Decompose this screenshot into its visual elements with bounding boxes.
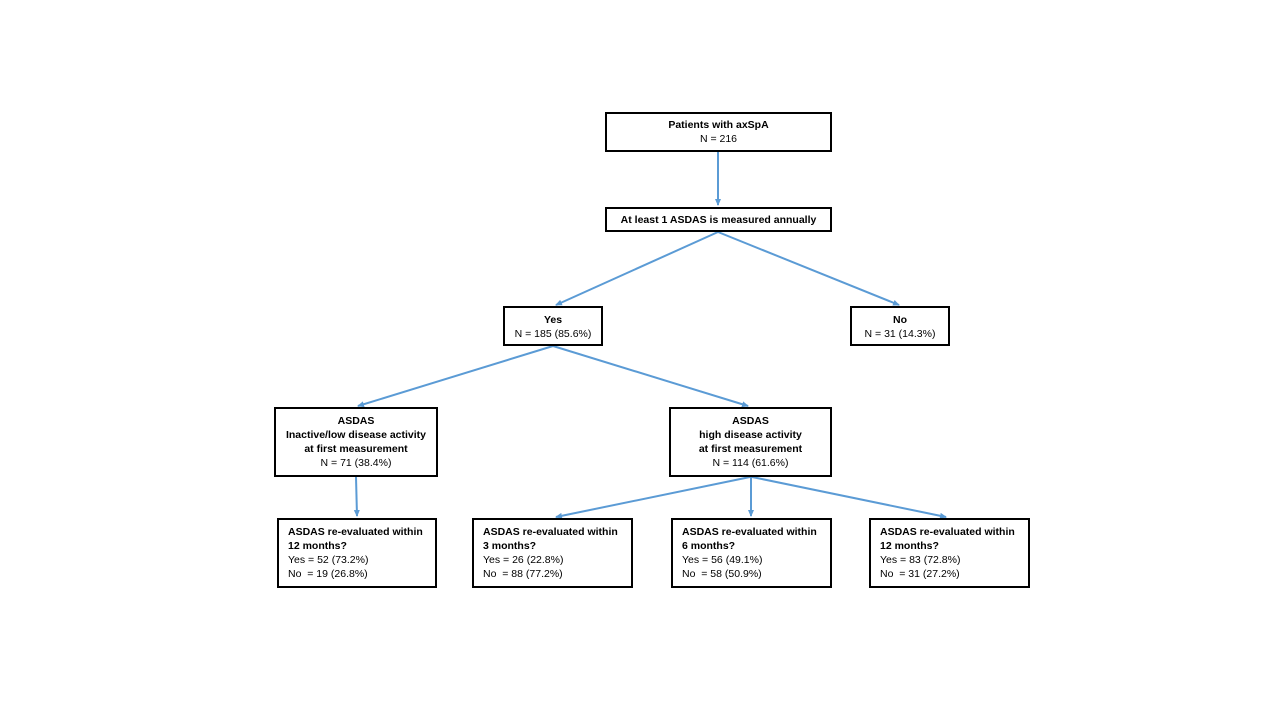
arrow-annual-to-yes — [555, 231, 719, 306]
node-title: ASDAS re-evaluated within — [288, 526, 423, 538]
node-no-count: No = 31 (27.2%) — [880, 568, 960, 580]
node-count: N = 114 (61.6%) — [712, 457, 789, 469]
node-title: No — [893, 314, 907, 326]
node-count: N = 31 (14.3%) — [864, 328, 936, 340]
node-title: ASDAS — [337, 415, 375, 427]
node-title: ASDAS re-evaluated within — [682, 526, 817, 538]
node-patients-axspa: Patients with axSpA N = 216 — [605, 112, 832, 152]
node-asdas-annual: At least 1 ASDAS is measured annually — [605, 207, 832, 232]
node-subtitle: at first measurement — [698, 443, 803, 455]
node-count: N = 216 — [699, 133, 738, 145]
node-subtitle: high disease activity — [699, 429, 802, 441]
arrow-yes-to-high — [552, 345, 749, 408]
arrow-annual-to-no — [717, 231, 900, 306]
node-yes-count: Yes = 83 (72.8%) — [880, 554, 961, 566]
node-subtitle: 3 months? — [483, 540, 537, 552]
node-title: ASDAS — [732, 415, 769, 427]
node-count: N = 185 (85.6%) — [514, 328, 592, 340]
node-title: ASDAS re-evaluated within — [483, 526, 618, 538]
node-subtitle: 6 months? — [682, 540, 736, 552]
node-high-reeval-3-months: ASDAS re-evaluated within 3 months? Yes … — [472, 518, 633, 588]
node-title: Patients with axSpA — [668, 119, 769, 131]
node-no: No N = 31 (14.3%) — [850, 306, 950, 346]
arrow-yes-to-low — [357, 345, 554, 408]
arrow-high-to-high12 — [751, 476, 947, 519]
node-high-reeval-6-months: ASDAS re-evaluated within 6 months? Yes … — [671, 518, 832, 588]
node-yes-count: Yes = 56 (49.1%) — [682, 554, 763, 566]
node-no-count: No = 88 (77.2%) — [483, 568, 563, 580]
node-title: At least 1 ASDAS is measured annually — [620, 214, 817, 226]
node-no-count: No = 58 (50.9%) — [682, 568, 762, 580]
node-yes: Yes N = 185 (85.6%) — [503, 306, 603, 346]
node-low-activity: ASDAS Inactive/low disease activity at f… — [274, 407, 438, 477]
node-title: ASDAS re-evaluated within — [880, 526, 1015, 538]
node-high-activity: ASDAS high disease activity at first mea… — [669, 407, 832, 477]
arrow-low-to-low12 — [353, 476, 360, 517]
node-count: N = 71 (38.4%) — [320, 457, 392, 469]
node-subtitle: Inactive/low disease activity — [285, 429, 427, 441]
node-subtitle: 12 months? — [288, 540, 347, 552]
node-high-reeval-12-months: ASDAS re-evaluated within 12 months? Yes… — [869, 518, 1030, 588]
node-low-reeval-12-months: ASDAS re-evaluated within 12 months? Yes… — [277, 518, 437, 588]
node-yes-count: Yes = 26 (22.8%) — [483, 554, 564, 566]
node-yes-count: Yes = 52 (73.2%) — [288, 554, 369, 566]
node-subtitle: at first measurement — [304, 443, 408, 455]
node-no-count: No = 19 (26.8%) — [288, 568, 368, 580]
arrow-high-to-high3 — [555, 476, 751, 519]
node-title: Yes — [543, 314, 563, 326]
node-subtitle: 12 months? — [880, 540, 939, 552]
